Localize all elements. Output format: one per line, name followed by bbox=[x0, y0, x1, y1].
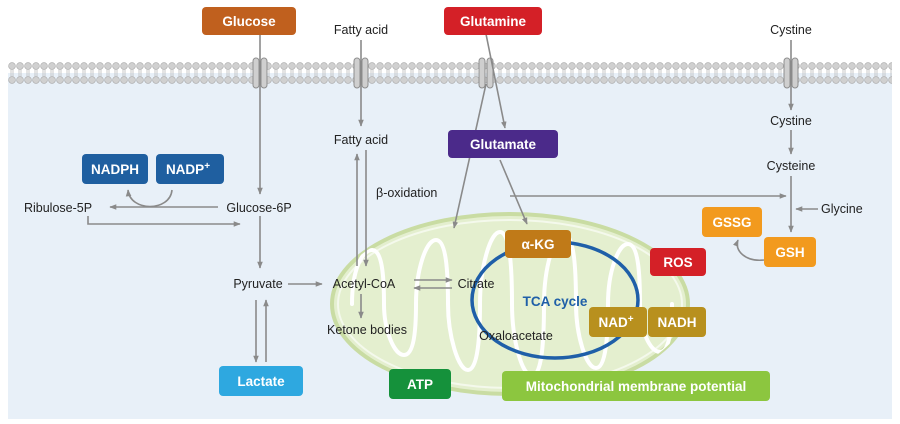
membrane-transporters bbox=[252, 57, 799, 89]
label-ribulose-5p: Ribulose-5P bbox=[24, 201, 92, 215]
label-tca-cycle: TCA cycle bbox=[523, 294, 588, 309]
metabolite-labels: Fatty acid Fatty acid β-oxidation Cystin… bbox=[24, 23, 863, 343]
nad-box: NAD+ bbox=[589, 307, 647, 337]
metabolite-boxes: Glucose Glutamine Glutamate NADPH NADP+ … bbox=[82, 7, 816, 401]
cystine-transporter bbox=[783, 57, 791, 89]
svg-text:Mitochondrial membrane potenti: Mitochondrial membrane potential bbox=[526, 379, 747, 394]
alpha-kg-box: α-KG bbox=[505, 230, 571, 258]
arrows bbox=[87, 33, 818, 363]
label-pyruvate: Pyruvate bbox=[233, 277, 282, 291]
label-glucose-6p: Glucose-6P bbox=[226, 201, 291, 215]
nadph-box: NADPH bbox=[82, 154, 148, 184]
lactate-box: Lactate bbox=[219, 366, 303, 396]
label-acetyl-coa: Acetyl-CoA bbox=[333, 277, 396, 291]
atp-box: ATP bbox=[389, 369, 451, 399]
svg-text:α-KG: α-KG bbox=[521, 237, 554, 252]
label-fatty-acid-intracellular: Fatty acid bbox=[334, 133, 388, 147]
label-oxaloacetate: Oxaloacetate bbox=[479, 329, 553, 343]
svg-text:Lactate: Lactate bbox=[237, 374, 285, 389]
glucose-transporter bbox=[252, 57, 260, 89]
label-ketone-bodies: Ketone bodies bbox=[327, 323, 407, 337]
svg-text:GSH: GSH bbox=[775, 245, 804, 260]
label-cysteine: Cysteine bbox=[767, 159, 816, 173]
svg-text:NADP+: NADP+ bbox=[166, 161, 210, 177]
mitochondrial-membrane-potential-box: Mitochondrial membrane potential bbox=[502, 371, 770, 401]
glutamate-box: Glutamate bbox=[448, 130, 558, 158]
svg-text:NAD+: NAD+ bbox=[598, 314, 633, 330]
svg-text:NADPH: NADPH bbox=[91, 162, 139, 177]
label-glycine: Glycine bbox=[821, 202, 863, 216]
svg-text:Glutamate: Glutamate bbox=[470, 137, 537, 152]
glutamine-box: Glutamine bbox=[444, 7, 542, 35]
svg-text:Glucose: Glucose bbox=[222, 14, 276, 29]
glutamine-transporter bbox=[478, 57, 486, 89]
label-cystine-extracellular: Cystine bbox=[770, 23, 812, 37]
svg-text:Glutamine: Glutamine bbox=[460, 14, 527, 29]
label-beta-oxidation: β-oxidation bbox=[376, 186, 437, 200]
svg-text:ROS: ROS bbox=[663, 255, 692, 270]
svg-text:ATP: ATP bbox=[407, 377, 433, 392]
nadp-box: NADP+ bbox=[156, 154, 224, 184]
cell-membrane bbox=[8, 62, 892, 84]
fatty-acid-transporter bbox=[353, 57, 361, 89]
label-cystine-intracellular: Cystine bbox=[770, 114, 812, 128]
label-fatty-acid-extracellular: Fatty acid bbox=[334, 23, 388, 37]
svg-text:GSSG: GSSG bbox=[712, 215, 751, 230]
gsh-box: GSH bbox=[764, 237, 816, 267]
glucose-box: Glucose bbox=[202, 7, 296, 35]
svg-text:NADH: NADH bbox=[658, 315, 697, 330]
nadh-box: NADH bbox=[648, 307, 706, 337]
label-citrate: Citrate bbox=[458, 277, 495, 291]
ros-box: ROS bbox=[650, 248, 706, 276]
gssg-box: GSSG bbox=[702, 207, 762, 237]
